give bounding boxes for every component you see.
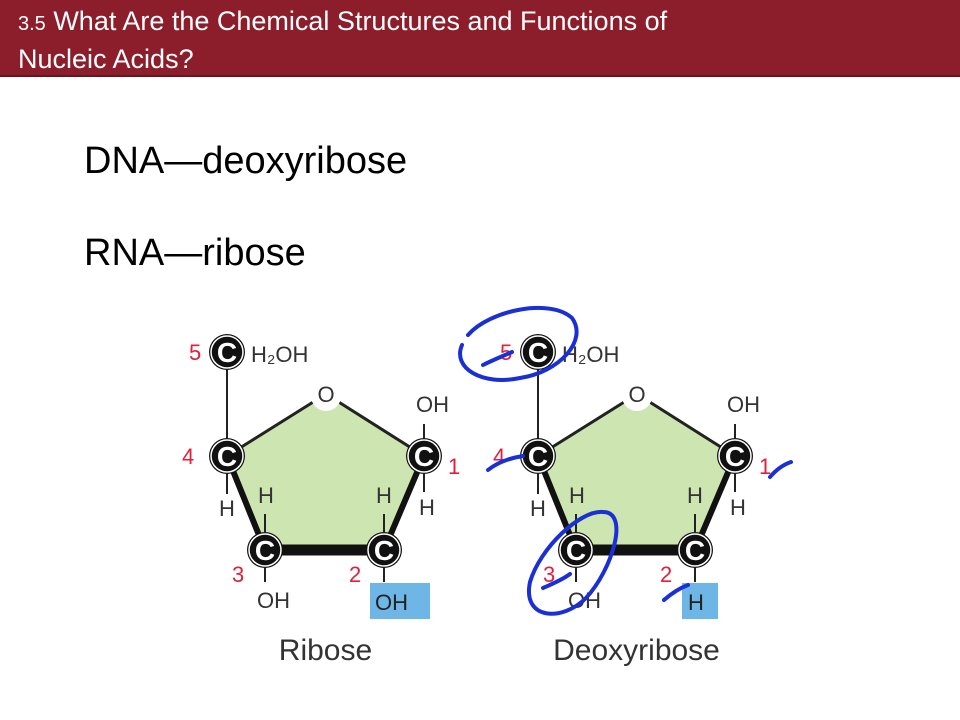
ink-circle-c5 [458, 305, 579, 382]
carbon-number-2: 2 [349, 562, 361, 587]
carbon-5-ring [521, 335, 555, 369]
carbon-number-4: 4 [182, 444, 194, 469]
carbon-4-label: C [528, 441, 548, 472]
c1-oh: OH [727, 392, 760, 417]
ring-fill [227, 394, 424, 550]
c1-h: H [419, 495, 435, 520]
carbon-1-label: C [725, 441, 745, 472]
section-number: 3.5 [18, 13, 46, 35]
c2-highlight [370, 583, 430, 619]
bond-o-c1 [325, 392, 425, 458]
carbon-1-ring [407, 439, 441, 473]
ink-tick-c5 [481, 350, 514, 367]
carbon-number-2: 2 [660, 562, 672, 587]
carbon-3-label: C [566, 535, 586, 566]
bond-c4-o [537, 392, 638, 458]
carbon-3-ring [559, 533, 593, 567]
ring-oxygen-bg [311, 381, 341, 411]
c2-h: H [687, 483, 703, 508]
title-line-1: What Are the Chemical Structures and Fun… [45, 6, 668, 36]
ring-oxygen-bg [622, 381, 652, 411]
rna-sugar-line: RNA—ribose [84, 232, 306, 274]
carbon-3-ring [248, 533, 282, 567]
carbon-3-atom [247, 532, 283, 568]
carbon-5-label: C [217, 337, 237, 368]
slide-title: 3.5 What Are the Chemical Structures and… [18, 4, 942, 77]
carbon-number-3: 3 [232, 562, 244, 587]
carbon-4-label: C [217, 441, 237, 472]
c2-h: H [376, 483, 392, 508]
c1-oh: OH [416, 392, 449, 417]
carbon-4-atom [520, 438, 556, 474]
carbon-number-1: 1 [759, 454, 771, 479]
title-bar: 3.5 What Are the Chemical Structures and… [0, 0, 960, 77]
carbon-2-label: C [374, 535, 394, 566]
carbon-3-label: C [255, 535, 275, 566]
carbon-number-1: 1 [448, 454, 460, 479]
carbon-2-ring [367, 533, 401, 567]
carbon-4-ring [210, 439, 244, 473]
c2-highlight [682, 583, 718, 619]
carbon-2-atom [677, 532, 713, 568]
bond-c4-o [226, 392, 327, 458]
sugar-name: Ribose [279, 634, 372, 667]
carbon-1-label: C [414, 441, 434, 472]
carbon-2-label: C [685, 535, 705, 566]
carbon-3-atom [558, 532, 594, 568]
carbon-1-ring [718, 439, 752, 473]
ink-tick-c2 [662, 583, 690, 602]
carbon-number-3: 3 [543, 562, 555, 587]
c3-h: H [569, 483, 585, 508]
carbon-4-atom [209, 438, 245, 474]
carbon-number-5: 5 [189, 340, 201, 365]
carbon-5-ring [210, 335, 244, 369]
carbon-5-label: C [528, 337, 548, 368]
carbon-1-atom [406, 438, 442, 474]
ink-circle-c3 [526, 509, 619, 616]
carbon-5-atom [209, 334, 245, 370]
dna-sugar-line: DNA—deoxyribose [84, 140, 408, 182]
carbon-1-atom [717, 438, 753, 474]
c3-oh: OH [257, 588, 290, 613]
ink-tick-c1 [768, 460, 793, 479]
ink-tick-c4 [486, 454, 525, 472]
c4-h: H [219, 496, 235, 521]
c1-h: H [730, 495, 746, 520]
ring-fill [538, 394, 735, 550]
title-line-2: Nucleic Acids? [18, 44, 194, 74]
ring-oxygen: O [317, 382, 334, 407]
carbon-5-atom [520, 334, 556, 370]
handwritten-annotations [458, 305, 793, 616]
carbon-2-ring [678, 533, 712, 567]
ring-oxygen: O [628, 382, 645, 407]
ch2oh-group: H₂OH [251, 342, 308, 367]
c2-substituent: H [688, 590, 704, 615]
ink-tick-c3 [541, 572, 572, 590]
c2-substituent: OH [375, 590, 408, 615]
sugar-name: Deoxyribose [553, 634, 720, 667]
c3-h: H [258, 483, 274, 508]
bond-o-c1 [636, 392, 736, 458]
carbon-2-atom [366, 532, 402, 568]
c4-h: H [530, 496, 546, 521]
